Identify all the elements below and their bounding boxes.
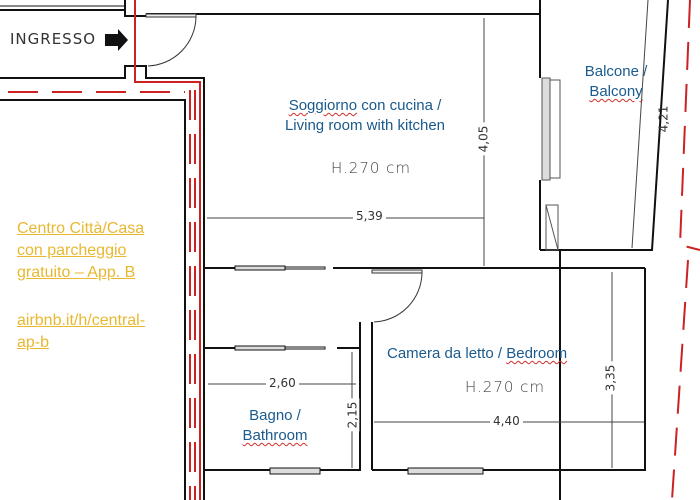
living-width-dim: 5,39 [353,209,386,223]
bedroom-name-en: Bedroom [506,345,568,362]
balcony-name-en: Balcony [589,83,643,100]
balcony-name-it: Balcone / [584,63,648,80]
living-room-name-it: Soggiorno [288,97,358,114]
bathroom-depth-dim: 2,15 [345,398,360,432]
living-depth-dim: 4,05 [476,122,491,156]
bathroom-width-dim: 2,60 [266,376,299,390]
bedroom-depth-dim: 3,35 [603,361,618,395]
bathroom-name-en: Bathroom [242,427,308,444]
bathroom-name-it: Bagno / [249,407,301,424]
bedroom-width-dim: 4,40 [490,414,523,428]
entrance-label: INGRESSO [10,30,97,48]
listing-title-line[interactable]: Centro Città/Casa [17,220,145,237]
balcony-label: Balcone / Balcony [572,62,660,102]
bedroom-name-it: Camera da letto / [387,345,507,362]
listing-link-line[interactable]: airbnb.it/h/central- [17,312,146,329]
bedroom-label: Camera da letto / Bedroom [387,344,567,364]
living-room-name-rest: con cucina / [357,97,442,114]
living-room-label: Soggiorno con cucina / Living room with … [260,96,470,136]
listing-title-line[interactable]: con parcheggio [17,242,127,259]
living-room-height: H.270 cm [331,159,412,177]
balcony-length-dim: 4,21 [656,105,671,133]
bedroom-height: H.270 cm [465,378,546,396]
listing-title-line[interactable]: gratuito – App. B [17,264,136,281]
listing-link[interactable]: airbnb.it/h/central- ap-b [17,310,145,354]
listing-title[interactable]: Centro Città/Casa con parcheggio gratuit… [17,218,144,284]
listing-link-line[interactable]: ap-b [17,334,50,351]
living-room-name-en: Living room with kitchen [284,117,446,134]
bathroom-label: Bagno / Bathroom [232,406,318,446]
arrow-right-icon [105,29,128,51]
